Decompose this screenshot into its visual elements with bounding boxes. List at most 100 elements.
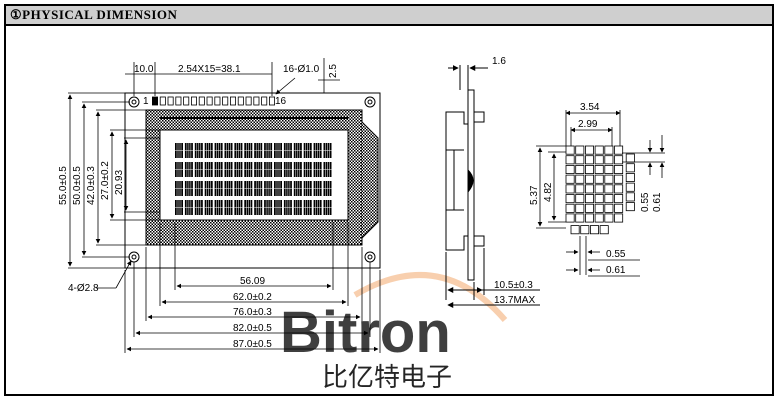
char-dot xyxy=(594,164,604,174)
side-view xyxy=(445,65,540,308)
dim-width-62: 62.0±0.2 xyxy=(233,292,272,303)
lcd-char-cell xyxy=(313,181,322,196)
char-dot xyxy=(614,203,624,213)
watermark: Bitron 比亿特电子 xyxy=(280,272,508,392)
char-dot xyxy=(594,145,604,155)
lcd-char-cell xyxy=(283,162,292,177)
mount-hole-leader xyxy=(96,260,132,289)
pin xyxy=(175,96,182,106)
lcd-char-cell xyxy=(214,162,223,177)
lcd-char-cell xyxy=(234,162,243,177)
char-dot xyxy=(575,184,585,194)
lcd-char-cell xyxy=(244,200,253,215)
char-dot xyxy=(565,174,575,184)
lcd-char-cell xyxy=(313,162,322,177)
char-dot xyxy=(594,213,604,223)
dim-char-055-v: 0.55 xyxy=(640,192,651,212)
lcd-char-cell xyxy=(313,143,322,158)
lcd-char-cell xyxy=(323,181,332,196)
char-dot xyxy=(585,213,595,223)
front-top-dims xyxy=(125,58,380,96)
char-dot-neighbor xyxy=(590,225,600,235)
lcd-char-cell xyxy=(293,143,302,158)
lcd-char-cell xyxy=(264,200,273,215)
dim-height-27: 27.0±0.2 xyxy=(100,161,111,200)
char-dot xyxy=(565,184,575,194)
lcd-char-cell xyxy=(224,181,233,196)
lcd-char-cell xyxy=(184,162,193,177)
char-dot xyxy=(575,145,585,155)
lcd-char-cell xyxy=(303,162,312,177)
lcd-char-cell xyxy=(175,200,183,215)
char-dot-neighbor xyxy=(625,163,635,173)
char-dot xyxy=(604,184,614,194)
watermark-chinese: 比亿特电子 xyxy=(322,362,452,392)
lcd-char-cell xyxy=(313,200,322,215)
dim-height-55: 55.0±0.5 xyxy=(58,166,69,205)
char-dot xyxy=(604,164,614,174)
lcd-char-cell xyxy=(303,181,312,196)
lcd-char-cell xyxy=(175,162,183,177)
lcd-char-cell xyxy=(214,143,223,158)
front-left-dims xyxy=(67,92,160,269)
char-dot-neighbor xyxy=(625,182,635,192)
lcd-char-cell xyxy=(194,181,203,196)
lcd-char-cell xyxy=(264,143,273,158)
char-dot xyxy=(614,155,624,165)
pin xyxy=(198,96,205,106)
lcd-char-cell xyxy=(234,181,243,196)
lcd-char-cell xyxy=(323,162,332,177)
mount-hole-bl-inner xyxy=(131,254,137,260)
char-dot-neighbor xyxy=(625,153,635,163)
lcd-char-cell xyxy=(274,181,282,196)
lcd-char-cell xyxy=(283,200,292,215)
lcd-char-cell xyxy=(224,143,233,158)
char-dot xyxy=(604,194,614,204)
dim-char-482: 4.82 xyxy=(543,182,554,202)
char-dot-neighbor xyxy=(625,192,635,202)
char-dot xyxy=(585,203,595,213)
char-detail xyxy=(536,110,665,277)
dim-char-537: 5.37 xyxy=(529,185,540,205)
pin xyxy=(237,96,244,106)
char-dot xyxy=(575,155,585,165)
lcd-char-cell xyxy=(184,143,193,158)
side-lcd-body xyxy=(445,111,469,251)
dim-width-82: 82.0±0.5 xyxy=(233,323,272,334)
char-dot-neighbor xyxy=(580,225,590,235)
lcd-char-cell xyxy=(244,181,253,196)
pin xyxy=(261,96,268,106)
dim-pin-hole: 16-Ø1.0 xyxy=(283,64,320,75)
char-dot xyxy=(575,194,585,204)
mount-hole-bl xyxy=(128,251,140,263)
lcd-char-cell xyxy=(204,162,213,177)
lcd-char-cell xyxy=(184,181,193,196)
dim-side-137: 13.7MAX xyxy=(494,295,535,306)
mount-hole-tr-inner xyxy=(367,99,373,105)
side-pin-top xyxy=(473,111,485,123)
lcd-char-cell xyxy=(244,143,253,158)
dim-side-105: 10.5±0.3 xyxy=(494,280,533,291)
char-dot xyxy=(565,194,575,204)
front-bottom-dims xyxy=(124,222,381,353)
lcd-char-cell xyxy=(194,162,203,177)
side-glass xyxy=(445,149,455,211)
pin xyxy=(229,96,236,106)
lcd-char-cell xyxy=(264,181,273,196)
char-dot xyxy=(614,145,624,155)
dim-side-16: 1.6 xyxy=(492,56,506,67)
lcd-char-cell xyxy=(283,181,292,196)
lcd-char-cell xyxy=(293,181,302,196)
lcd-char-cell xyxy=(323,143,332,158)
pin xyxy=(268,96,275,106)
dim-height-42: 42.0±0.3 xyxy=(86,166,97,205)
dim-mount-hole: 4-Ø2.8 xyxy=(68,283,99,294)
dim-height-50: 50.0±0.5 xyxy=(72,166,83,205)
dim-top-edge: 2.5 xyxy=(328,64,339,78)
char-dot xyxy=(614,213,624,223)
pin xyxy=(167,96,174,106)
lcd-char-cell xyxy=(175,181,183,196)
char-dot xyxy=(575,203,585,213)
char-dot-neighbor xyxy=(625,172,635,182)
char-dot xyxy=(604,145,614,155)
